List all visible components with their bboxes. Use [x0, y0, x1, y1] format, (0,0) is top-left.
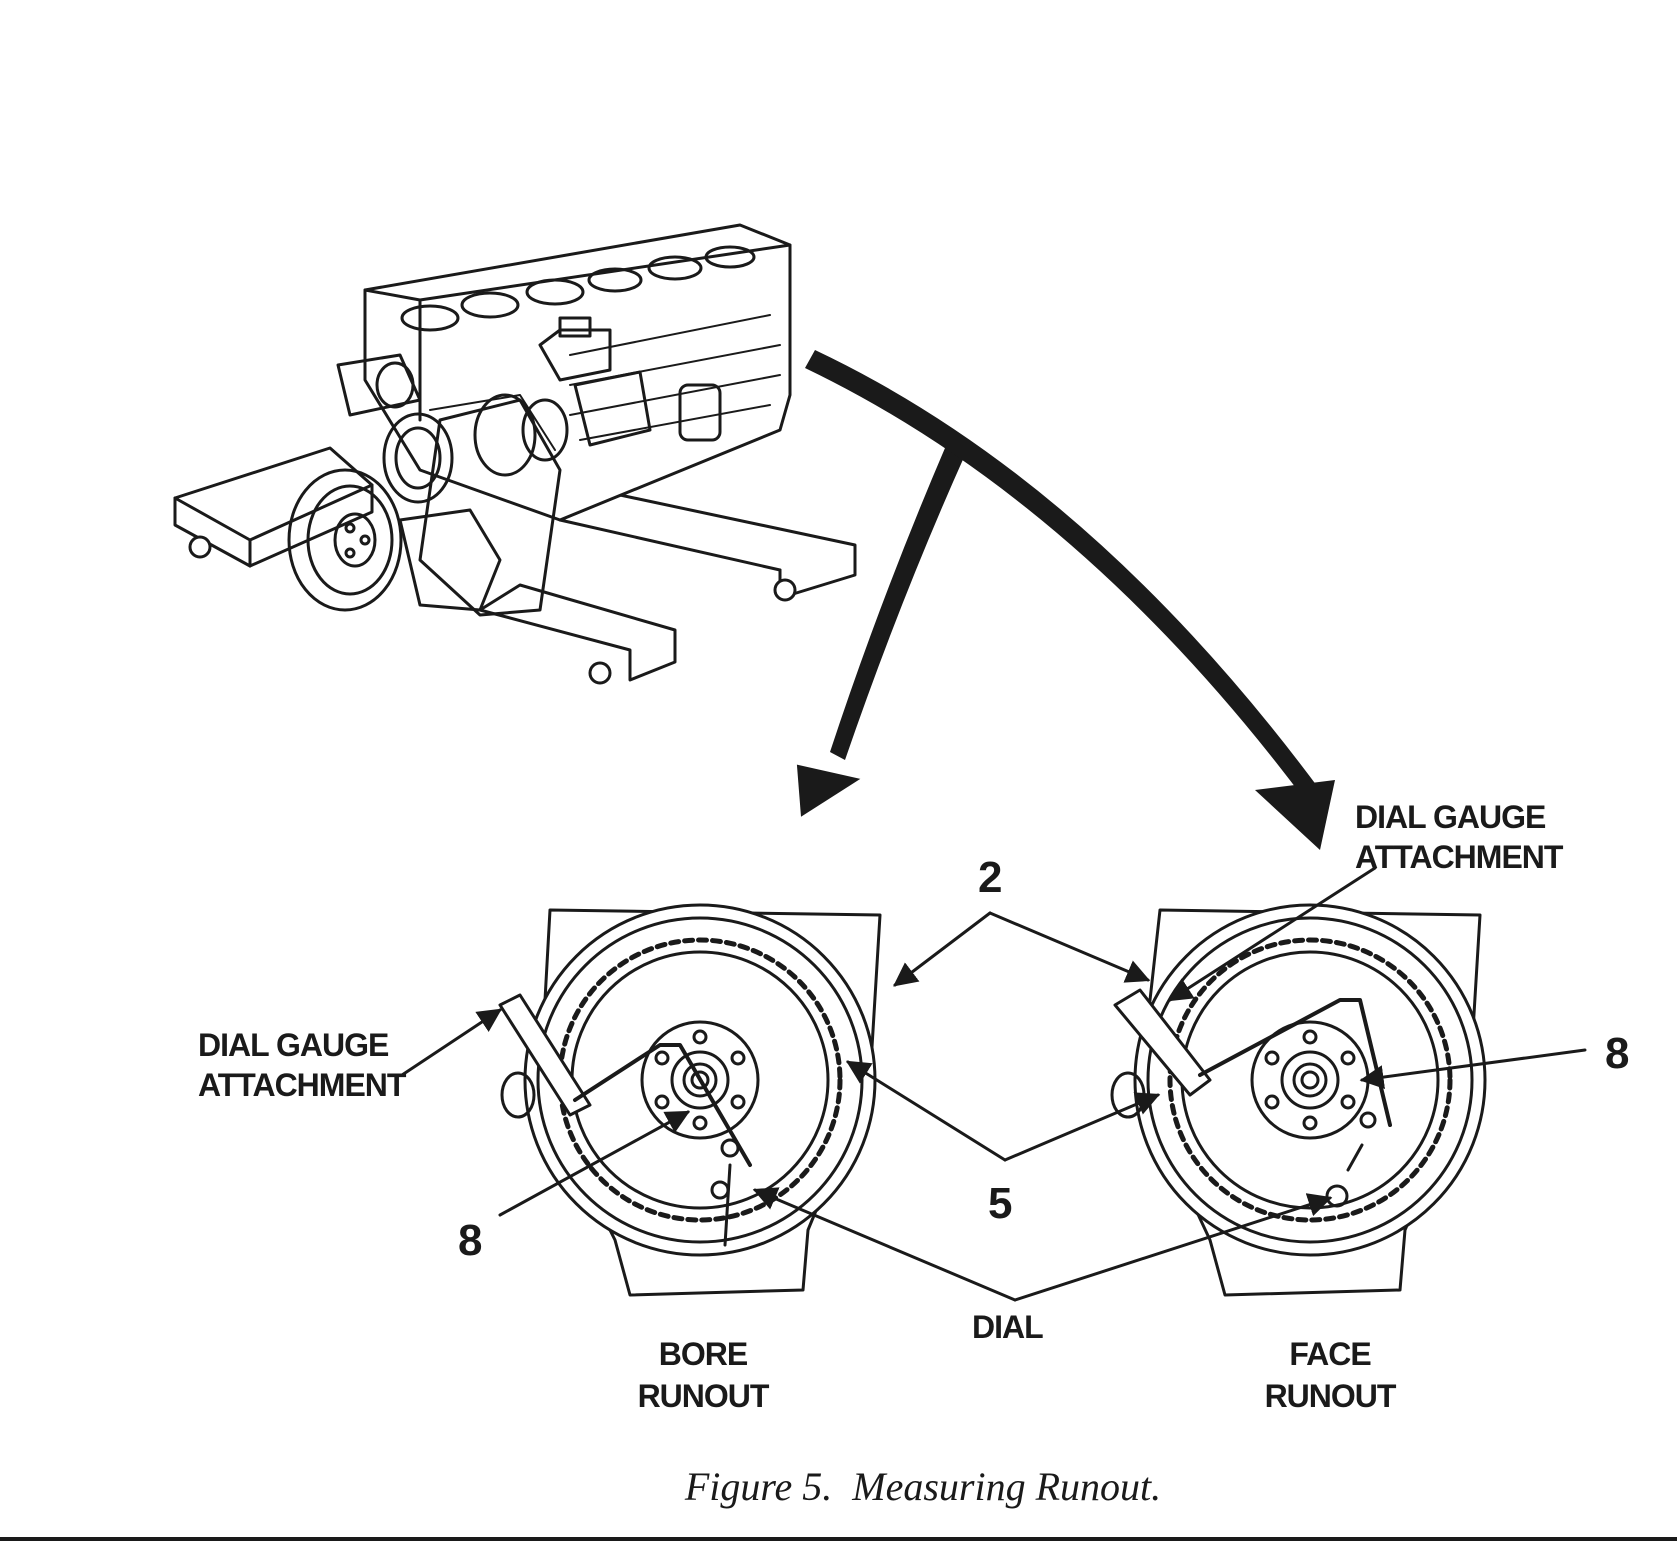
figure-caption: Figure 5. Measuring Runout. [684, 1464, 1161, 1509]
engine-stand [173, 446, 857, 685]
dial-gauge-attachment-left-label-line2: ATTACHMENT [198, 1067, 407, 1103]
engine-on-stand-illustration [173, 223, 857, 685]
dial-gauge-attachment-right-label-line2: ATTACHMENT [1355, 839, 1564, 875]
face-runout-label-line1: FACE [1289, 1336, 1371, 1372]
bore-runout-flywheel-housing [498, 903, 882, 1297]
face-runout-label-line2: RUNOUT [1265, 1378, 1397, 1414]
face-runout-flywheel-housing [1110, 903, 1487, 1297]
dial-label: DIAL [972, 1309, 1043, 1345]
callout-8-right: 8 [1605, 1029, 1629, 1078]
bore-runout-label-line2: RUNOUT [638, 1378, 770, 1414]
big-arrow-left [796, 448, 965, 817]
big-arrow-right [805, 350, 1335, 850]
bore-runout-label-line1: BORE [659, 1336, 748, 1372]
dial-gauge-attachment-right-label-line1: DIAL GAUGE [1355, 799, 1546, 835]
leader-lines [400, 866, 1587, 1302]
callout-2: 2 [978, 853, 1002, 902]
dial-gauge-attachment-left-label-line1: DIAL GAUGE [198, 1027, 389, 1063]
engine-block [287, 223, 792, 617]
bottom-rule [0, 1537, 1677, 1541]
callout-5: 5 [988, 1179, 1012, 1228]
callout-8-left: 8 [458, 1216, 482, 1265]
